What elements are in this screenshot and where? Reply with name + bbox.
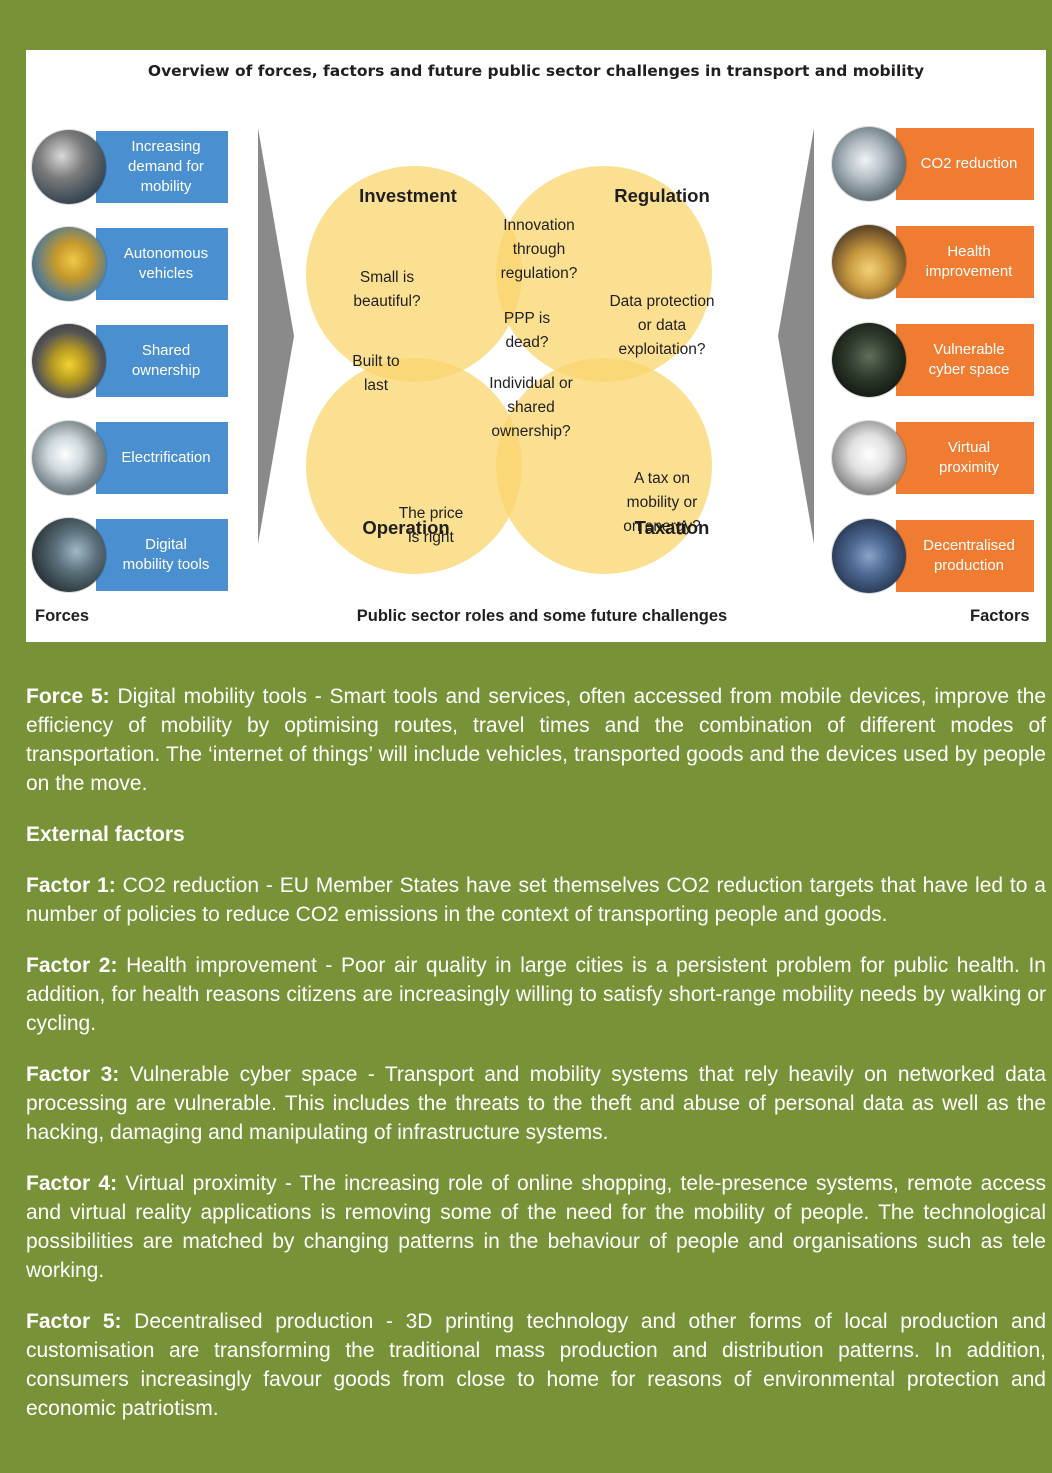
force-label: Autonomous (123, 245, 209, 262)
forces-arrow-icon (258, 128, 294, 544)
regulation-circle (496, 166, 712, 382)
operation-circle (306, 358, 522, 574)
force-label: Shared (141, 342, 191, 359)
factor-label: Health (947, 243, 991, 260)
factor-label: CO2 reduction (920, 155, 1018, 172)
factor1-paragraph: Factor 1: CO2 reduction - EU Member Stat… (26, 874, 1046, 926)
factor4-paragraph: Factor 4: Virtual proximity - The increa… (26, 1172, 1047, 1282)
bikes-photo-icon (32, 324, 106, 398)
taxation-label: Taxation (634, 517, 710, 538)
taxation-circle (496, 358, 712, 574)
venn-diagram: Investment Regulation Operation Taxation… (296, 114, 776, 642)
force-label: Digital (145, 536, 187, 553)
force-electrification: Electrification (32, 421, 228, 495)
hacker-photo-icon (832, 323, 906, 397)
forces-factors-figure: Overview of forces, factors and future p… (26, 50, 1046, 642)
factor2-paragraph: Factor 2: Health improvement - Poor air … (26, 954, 1046, 1035)
investment-circle (306, 166, 522, 382)
factor-label: Decentralised (923, 537, 1015, 554)
ev-charger-photo-icon (32, 421, 106, 495)
investment-label: Investment (359, 185, 457, 206)
external-factors-heading: External factors (26, 823, 185, 846)
workshop-photo-icon (832, 519, 906, 593)
factor5-paragraph: Factor 5: Decentralised production - 3D … (26, 1310, 1046, 1420)
factor3-paragraph: Factor 3: Vulnerable cyber space - Trans… (26, 1063, 1047, 1144)
runner-photo-icon (832, 225, 906, 299)
phone-navigation-photo-icon (32, 518, 106, 592)
traffic-photo-icon (32, 130, 106, 204)
bottom-caption: Public sector roles and some future chal… (356, 607, 728, 625)
body-text: Force 5: Digital mobility tools - Smart … (26, 682, 1046, 1445)
factors-arrow-icon (778, 128, 814, 544)
factor-co2-reduction: CO2 reduction (832, 127, 1034, 201)
force-label: Increasing (131, 138, 201, 155)
forces-label: Forces (35, 607, 90, 625)
factors-label: Factors (970, 607, 1030, 625)
force-label: Electrification (121, 449, 211, 466)
factor-label: Vulnerable (933, 341, 1005, 358)
vr-headset-photo-icon (832, 421, 906, 495)
factor-label: Virtual (947, 439, 991, 456)
tram-photo-icon (32, 227, 106, 301)
force5-paragraph: Force 5: Digital mobility tools - Smart … (26, 685, 1046, 795)
regulation-label: Regulation (614, 185, 710, 206)
figure-title: Overview of forces, factors and future p… (147, 62, 925, 80)
operation-label: Operation (362, 517, 450, 538)
polar-bear-photo-icon (832, 127, 906, 201)
